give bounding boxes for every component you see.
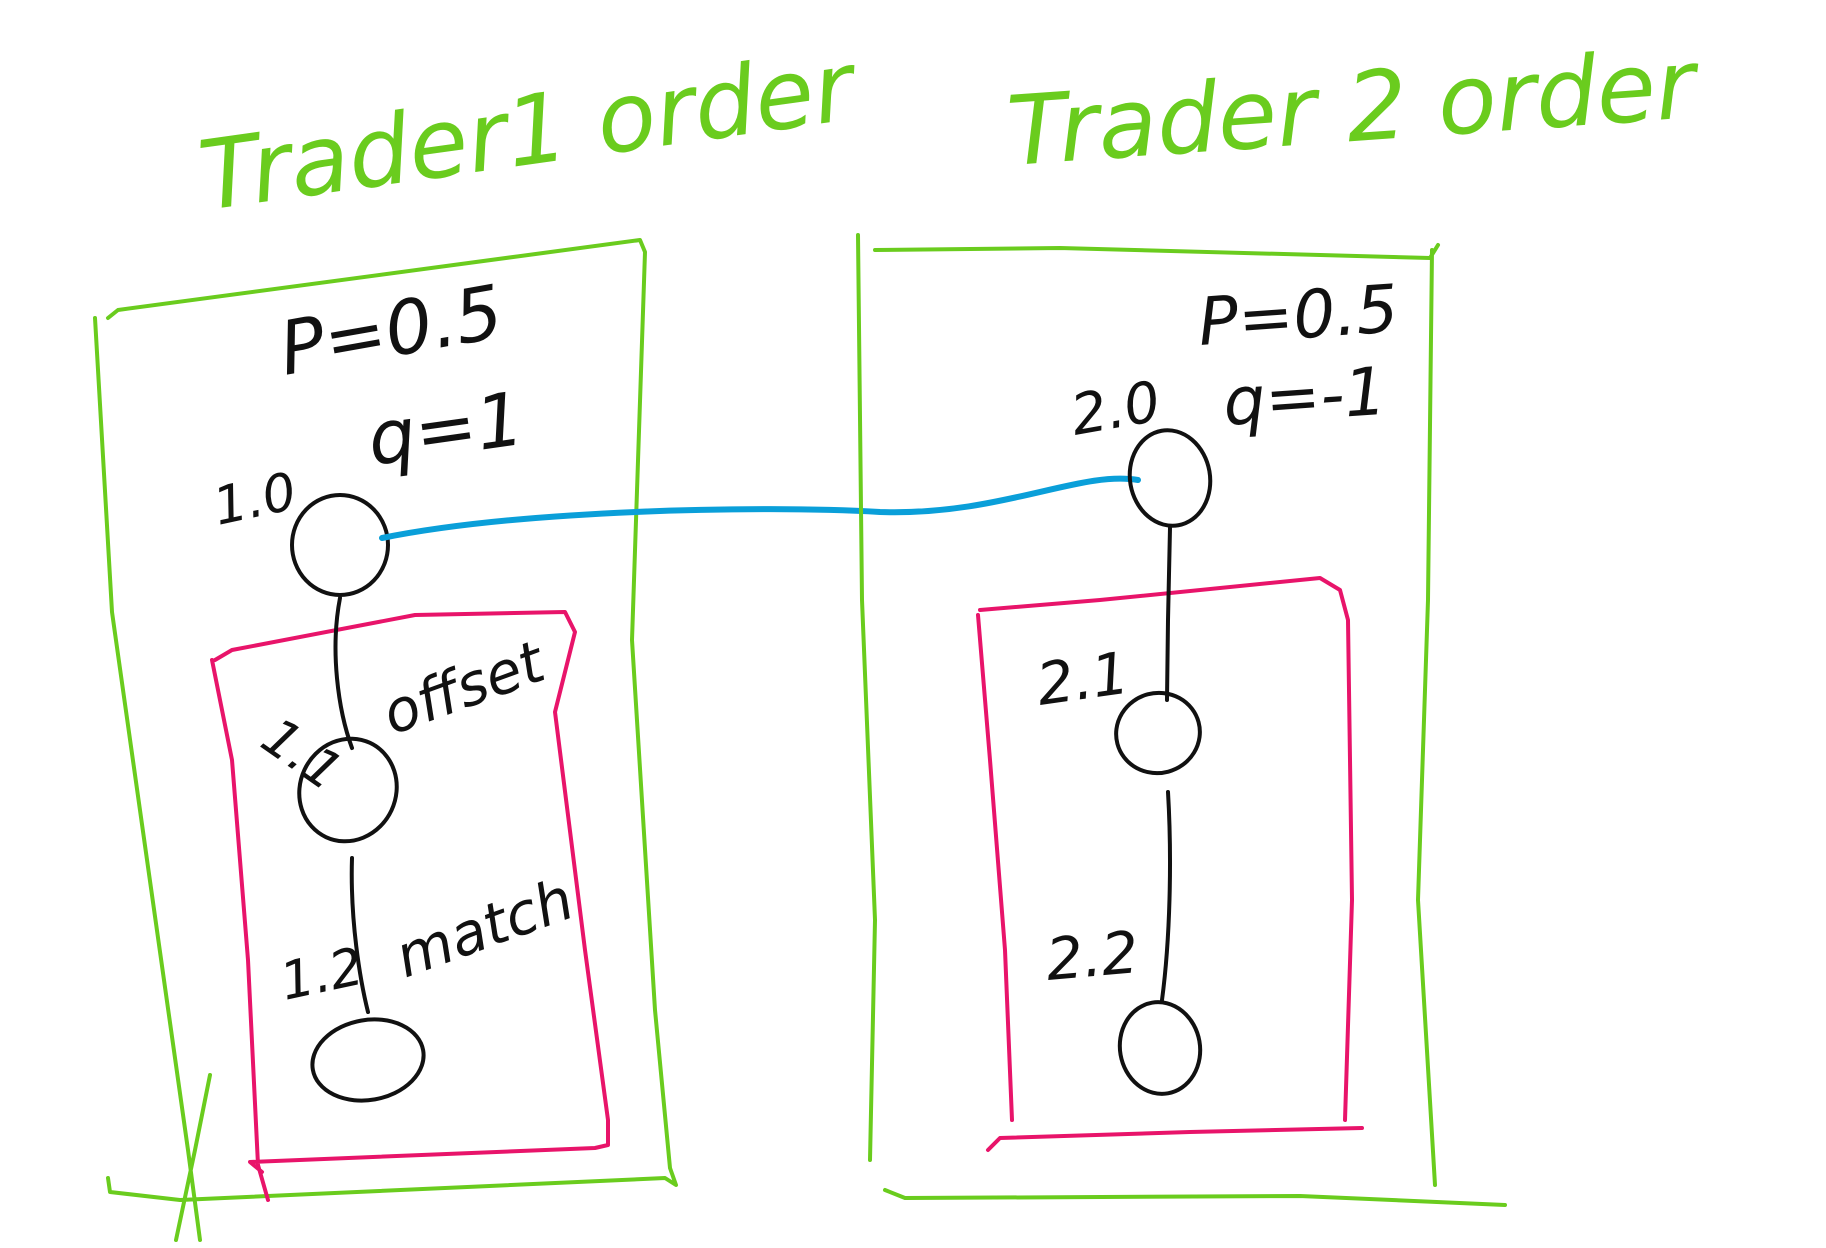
trader2-price-label: P=0.5 [1196,270,1401,361]
trader1-price-label: P=0.5 [273,269,509,393]
node-1-0-label: 1.0 [208,462,301,538]
trader1-qty-label: q=1 [363,376,530,483]
node-1-1-label: 1.1 [251,706,353,803]
node-1-0[interactable] [290,493,390,597]
edge-2-0-to-2-1 [1165,526,1172,702]
trader2-title: Trader 2 order [1004,28,1704,188]
edge-2-1-to-2-2 [1160,790,1172,1002]
match-link [379,475,1141,541]
edge-1-1-to-1-2 [349,856,370,1014]
trader1-order-box [93,238,678,1242]
trader1-order-group: Trader1 order P=0.5 q=1 1.0 1.1 offset 1… [93,29,866,1242]
trader2-qty-label: q=-1 [1221,353,1389,441]
trader1-offset-range-box [210,610,610,1202]
node-1-1[interactable] [283,723,414,858]
match-annotation: match [387,865,583,992]
node-1-2[interactable] [306,1011,430,1109]
node-2-1[interactable] [1107,683,1209,782]
trader2-order-group: Trader 2 order P=0.5 q=-1 2.0 2.1 2.2 [856,28,1704,1207]
trader2-offset-range-box [976,576,1364,1152]
node-2-2[interactable] [1113,996,1208,1100]
trader1-title: Trader1 order [193,29,866,232]
edge-1-0-to-1-1 [333,596,354,750]
node-2-0[interactable] [1122,424,1217,532]
offset-annotation: offset [374,627,555,748]
node-2-2-label: 2.2 [1043,918,1141,994]
node-1-2-label: 1.2 [275,937,368,1013]
node-2-1-label: 2.1 [1032,639,1133,719]
trader2-order-box [856,233,1507,1207]
